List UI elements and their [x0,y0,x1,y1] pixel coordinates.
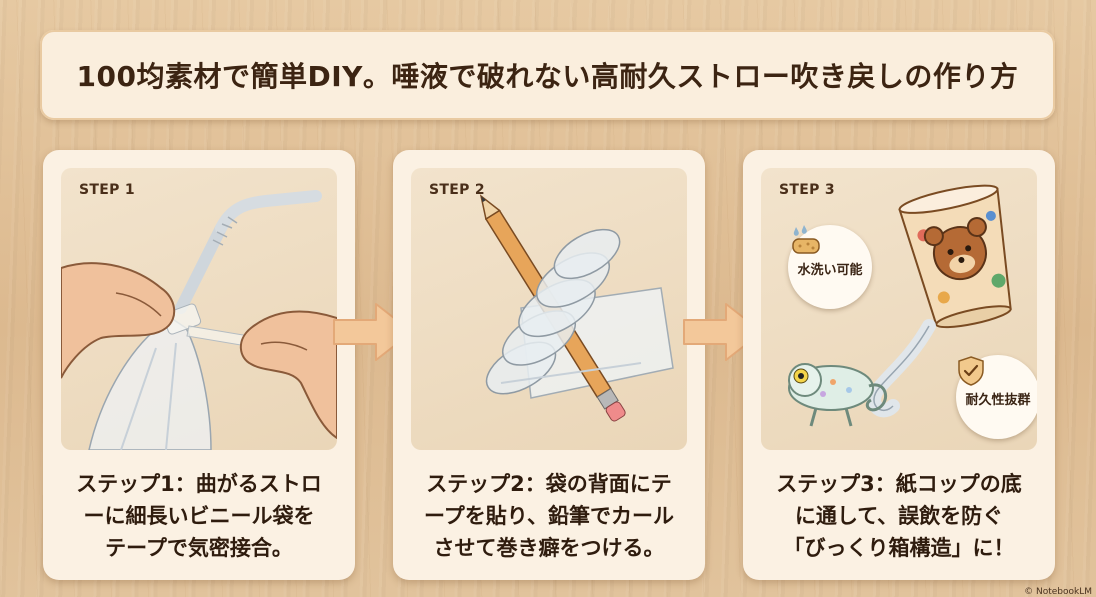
washable-label: 水洗い可能 [797,263,863,278]
pencil-rolled-bag-icon [479,194,674,422]
credit-text: © NotebookLM [1024,587,1092,597]
step-3-label: STEP 3 [779,182,835,198]
step-2-caption-line: ープを貼り、鉛筆でカール [424,504,674,528]
step-card-1: STEP 1 ステップ1：曲がるストロ ーに細長いビニール袋を テープで気密接合… [43,150,355,580]
sponge-water-drops-icon [792,225,820,254]
title-banner: 100均素材で簡単DIY。唾液で破れない高耐久ストロー吹き戻しの作り方 [40,30,1055,120]
washable-badge: 水洗い可能 [788,225,872,309]
step-3-caption-line: ステップ3：紙コップの底 [776,472,1022,496]
step-1-illustration: STEP 1 [61,168,337,450]
step-3-caption-line: に通して、誤飲を防ぐ [794,504,1004,528]
step-2-label: STEP 2 [429,182,485,198]
step-1-caption: ステップ1：曲がるストロ ーに細長いビニール袋を テープで気密接合。 [53,468,345,564]
cup-chameleon-icon [788,184,1012,427]
step-1-caption-line: ーに細長いビニール袋を [83,504,315,528]
step-card-3: STEP 3 [743,150,1055,580]
step-3-illustration: STEP 3 [761,168,1037,450]
durable-label: 耐久性抜群 [965,393,1031,408]
step-2-illustration: STEP 2 [411,168,687,450]
step-2-caption: ステップ2：袋の背面にテ ープを貼り、鉛筆でカール させて巻き癖をつける。 [403,468,695,564]
step-2-caption-line: ステップ2：袋の背面にテ [426,472,672,496]
durable-badge: 耐久性抜群 [956,355,1037,439]
step-1-caption-line: テープで気密接合。 [105,536,293,560]
step-3-caption-line: 「びっくり箱構造」に！ [783,536,1015,560]
step-card-2: STEP 2 ステップ2：袋の背面にテ ープを [393,150,705,580]
step-1-caption-line: ステップ1：曲がるストロ [76,472,322,496]
hands-straw-bag-icon [61,190,337,450]
step-2-caption-line: させて巻き癖をつける。 [433,536,665,560]
shield-check-icon [958,356,984,386]
page-title: 100均素材で簡単DIY。唾液で破れない高耐久ストロー吹き戻しの作り方 [76,60,1019,93]
step-1-label: STEP 1 [79,182,135,198]
step-3-caption: ステップ3：紙コップの底 に通して、誤飲を防ぐ 「びっくり箱構造」に！ [753,468,1045,564]
